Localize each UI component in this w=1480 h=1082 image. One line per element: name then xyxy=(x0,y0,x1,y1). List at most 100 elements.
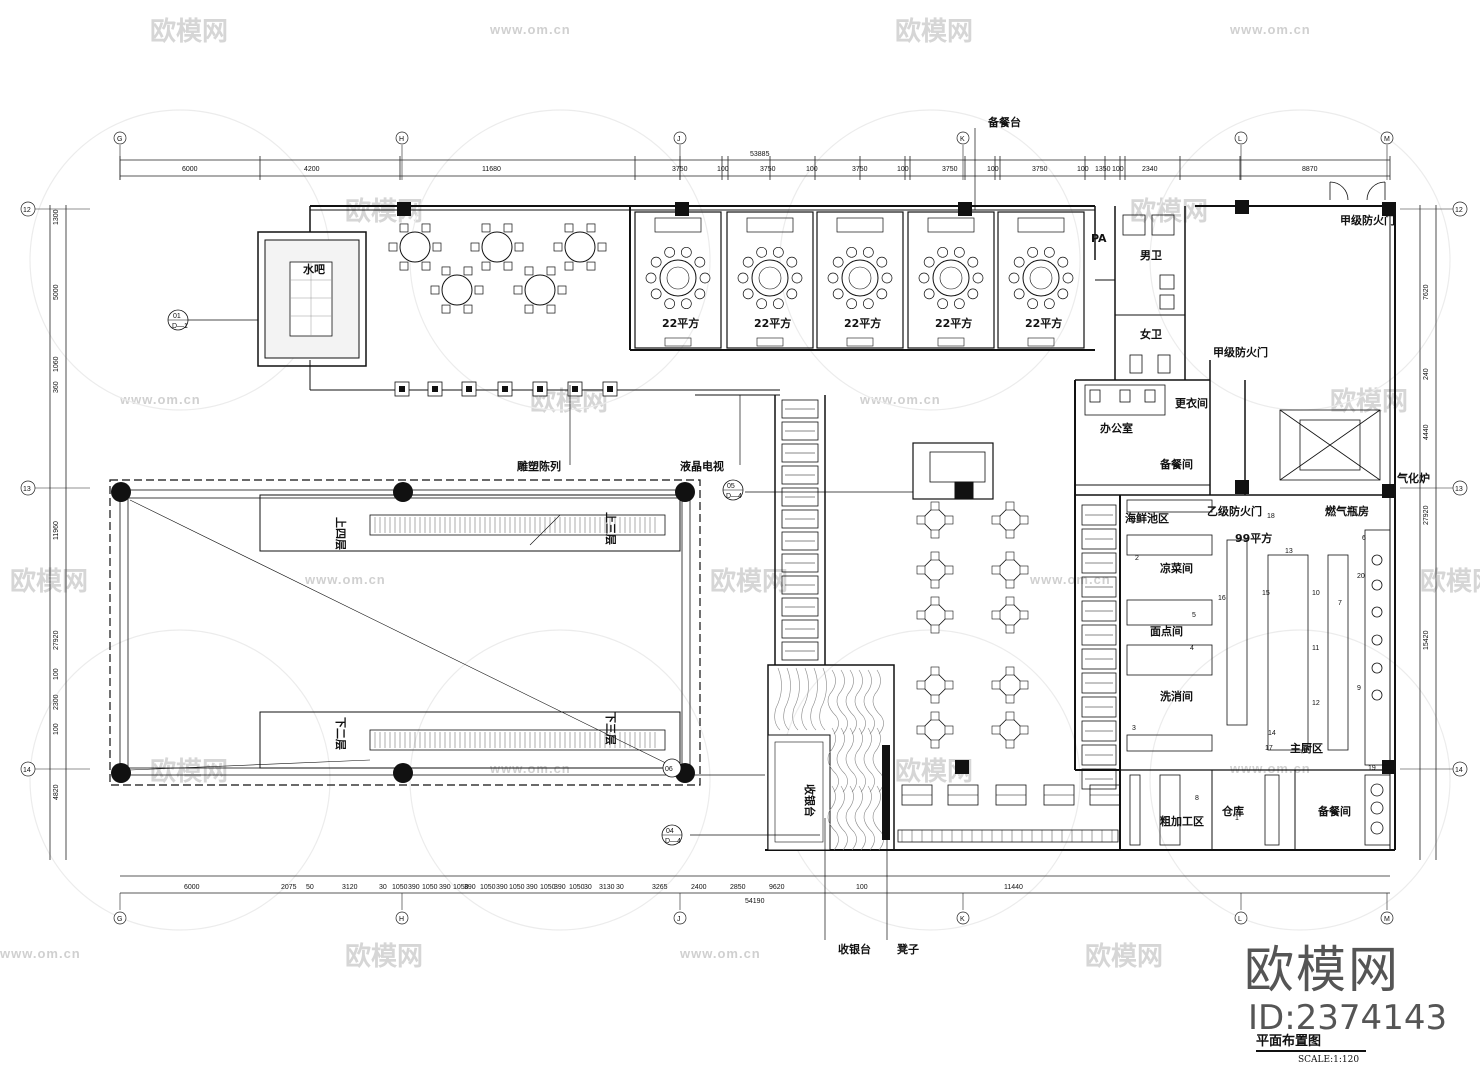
dim-top-overall: 53885 xyxy=(750,151,770,158)
title-block: 平面布置图 SCALE:1:120 xyxy=(1256,1030,1366,1065)
label-private-room-1: 22平方 xyxy=(662,316,699,330)
label-down2: 下二层 xyxy=(334,717,347,750)
axis-col-top-L: L xyxy=(1238,136,1242,143)
svg-text:05: 05 xyxy=(727,483,735,490)
title-underline xyxy=(1256,1050,1366,1052)
dim-bottom-25: 100 xyxy=(856,884,868,891)
callout-leaders xyxy=(185,128,976,940)
dim-bottom-9: 1050 xyxy=(453,884,469,891)
dim-bottom-17: 1050 xyxy=(569,884,585,891)
open-round-tables xyxy=(388,223,607,314)
label-locker: 更衣间 xyxy=(1175,396,1208,410)
dim-bottom-21: 3265 xyxy=(652,884,668,891)
dim-left-2: 1060 xyxy=(53,356,60,372)
cashier-area xyxy=(767,664,895,851)
dim-left-9: 4820 xyxy=(53,784,60,800)
dim-left-0: 1300 xyxy=(53,209,60,225)
svg-text:D—4: D—4 xyxy=(726,493,742,500)
svg-text:06: 06 xyxy=(665,766,673,773)
svg-text:www.om.cn: www.om.cn xyxy=(489,22,571,37)
square-tables xyxy=(916,501,1029,749)
callout-sculpture: 雕塑陈列 xyxy=(517,459,561,473)
dim-right-3: 27920 xyxy=(1423,505,1430,525)
dim-top-11: 3750 xyxy=(1032,166,1048,173)
dim-bottom-24: 9620 xyxy=(769,884,785,891)
label-water-bar: 水吧 xyxy=(303,262,325,276)
dim-left-4: 11960 xyxy=(53,521,60,540)
watermark-id: ID:2374143 xyxy=(1248,998,1448,1038)
label-up4: 上四层 xyxy=(334,517,348,550)
dim-top-labels: 6000420011680375010037501003750100375010… xyxy=(182,166,1318,173)
dimension-bottom xyxy=(120,875,1390,894)
dim-right-4: 15420 xyxy=(1423,630,1430,650)
kitchen-number-0: 16 xyxy=(1218,595,1226,602)
svg-text:D—1: D—1 xyxy=(172,323,188,330)
label-fire-control: 备餐间 xyxy=(1317,804,1351,818)
dim-bottom-4: 30 xyxy=(379,884,387,891)
kitchen-number-10: 3 xyxy=(1132,725,1136,732)
axis-col-bottom-G: G xyxy=(117,916,122,923)
axis-col-bottom-M: M xyxy=(1384,916,1390,923)
label-womens: 女卫 xyxy=(1140,327,1162,341)
axis-row-right-13: 13 xyxy=(1455,486,1463,493)
kitchen-number-4: 7 xyxy=(1338,600,1342,607)
label-up3: 上三层 xyxy=(604,512,618,545)
dim-top-9: 3750 xyxy=(942,166,958,173)
callout-stool: 凳子 xyxy=(897,942,919,956)
svg-text:欧模网: 欧模网 xyxy=(10,566,88,597)
dimension-left xyxy=(49,205,67,860)
svg-text:www.om.cn: www.om.cn xyxy=(1029,572,1111,587)
section-marker-05: 05 D—4 xyxy=(722,479,744,501)
dim-top-2: 11680 xyxy=(482,166,501,173)
kitchen-number-12: 2 xyxy=(1135,555,1139,562)
kitchen-number-5: 20 xyxy=(1357,573,1365,580)
dim-bottom-18: 30 xyxy=(584,884,592,891)
watermark-logo: 欧模网 欧模网 欧模网 欧模网 欧模网 欧模网 欧模网 欧模网 欧模网 欧模网 … xyxy=(10,16,1480,972)
label-cold-dish: 凉菜间 xyxy=(1160,561,1193,575)
dim-bottom-12: 390 xyxy=(496,884,508,891)
drawing-scale: SCALE:1:120 xyxy=(1298,1055,1360,1065)
callout-prep-station: 备餐台 xyxy=(987,115,1021,129)
svg-text:欧模网: 欧模网 xyxy=(1130,196,1208,227)
label-private-room-4: 22平方 xyxy=(935,316,972,330)
label-office: 办公室 xyxy=(1100,421,1133,435)
kitchen-number-2: 10 xyxy=(1312,590,1320,597)
label-fire-door-b: 甲级防火门 xyxy=(1213,345,1268,359)
dim-bottom-13: 1050 xyxy=(509,884,525,891)
label-dish-wash: 洗消间 xyxy=(1160,689,1193,703)
label-kitchen-area: 99平方 xyxy=(1235,531,1272,545)
svg-text:www.om.cn: www.om.cn xyxy=(0,946,81,961)
label-private-room-5: 22平方 xyxy=(1025,316,1062,330)
callout-lcd-tv: 液晶电视 xyxy=(680,459,724,473)
axis-col-top-M: M xyxy=(1384,136,1390,143)
label-rough-process: 粗加工区 xyxy=(1160,814,1204,828)
svg-text:欧模网: 欧模网 xyxy=(150,756,228,787)
dim-bottom-10: 390 xyxy=(464,884,476,891)
dim-left-1: 5000 xyxy=(53,284,60,300)
svg-text:欧模网: 欧模网 xyxy=(1085,941,1163,972)
dim-bottom-23: 2850 xyxy=(730,884,746,891)
dim-left-3: 360 xyxy=(53,381,60,393)
corridor-booths xyxy=(781,399,819,661)
dim-right-2: 4440 xyxy=(1423,424,1430,440)
kitchen-number-15: 17 xyxy=(1265,745,1273,752)
dim-top-10: 100 xyxy=(987,166,999,173)
dim-top-1: 4200 xyxy=(304,166,320,173)
dimension-right xyxy=(1419,205,1437,860)
dimension-top xyxy=(119,156,1391,180)
kitchen-number-1: 15 xyxy=(1262,590,1270,597)
dim-bottom-0: 6000 xyxy=(184,884,200,891)
svg-text:欧模网: 欧模网 xyxy=(1420,566,1480,597)
axis-col-top-H: H xyxy=(399,136,404,143)
dim-bottom-22: 2400 xyxy=(691,884,707,891)
kitchen-number-7: 12 xyxy=(1312,700,1320,707)
axis-row-left-13: 13 xyxy=(23,486,31,493)
svg-text:欧模网: 欧模网 xyxy=(345,196,423,227)
label-fire-door-c: 乙级防火门 xyxy=(1207,504,1262,518)
dim-bottom-2: 50 xyxy=(306,884,314,891)
label-fire-door-a: 甲级防火门 xyxy=(1340,213,1395,227)
